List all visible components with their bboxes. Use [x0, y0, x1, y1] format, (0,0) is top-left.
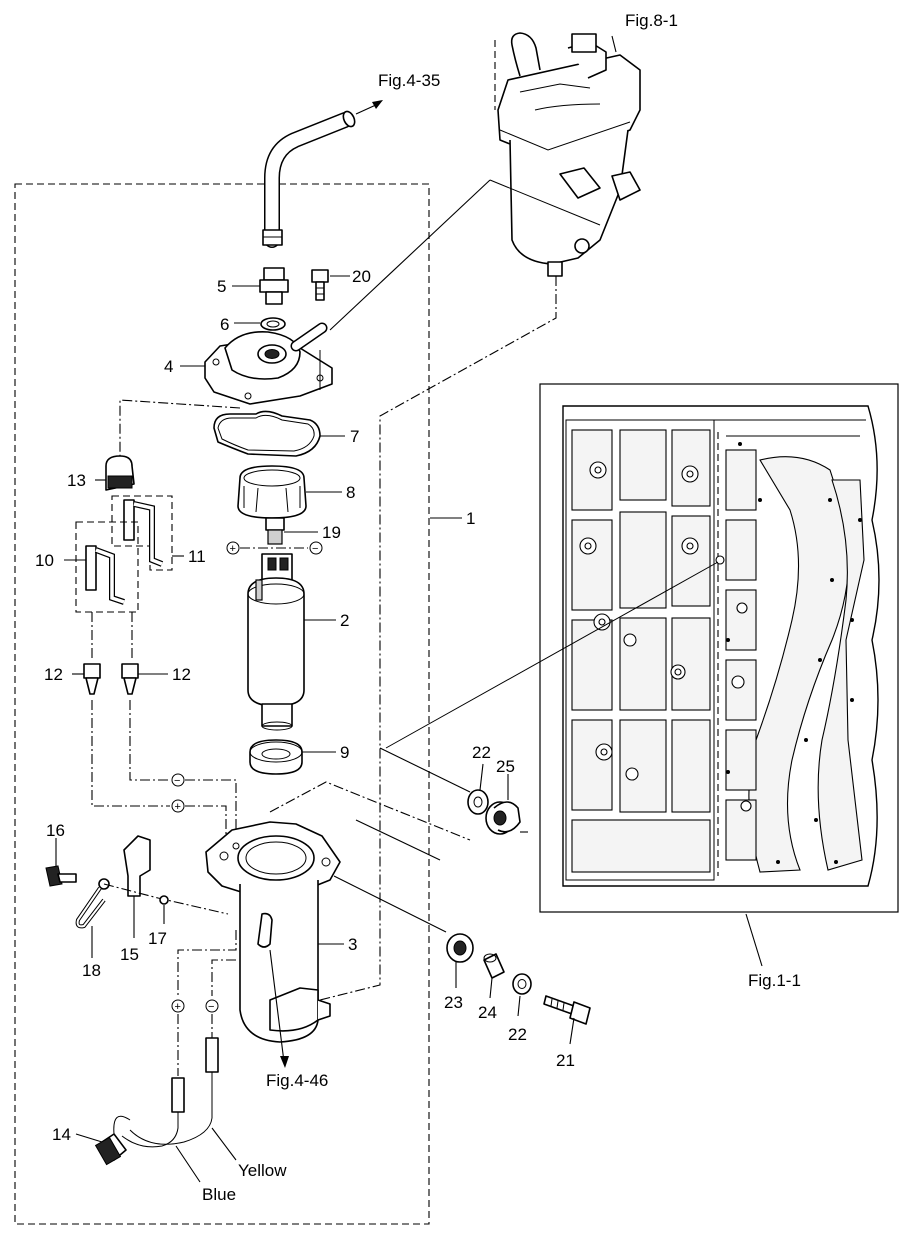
callout-3[interactable]: 3	[348, 935, 357, 954]
part-17-washer	[159, 895, 169, 905]
part-7-gasket	[213, 410, 321, 457]
callout-16[interactable]: 16	[46, 821, 65, 840]
part-21-bolt	[543, 995, 591, 1025]
callout-10[interactable]: 10	[35, 551, 54, 570]
hose-to-fig-4-35	[262, 100, 383, 248]
callout-9[interactable]: 9	[340, 743, 349, 762]
callout-20[interactable]: 20	[352, 267, 371, 286]
callout-11[interactable]: 11	[188, 547, 206, 566]
part-20-bolt	[311, 269, 329, 301]
part-8-ring-nut	[237, 465, 307, 519]
part-12-screw-right	[121, 663, 139, 695]
part-25-grommet	[485, 801, 521, 835]
part-15-bracket	[123, 835, 151, 897]
minus-symbol-3: −	[208, 1001, 214, 1013]
callout-14[interactable]: 14	[52, 1125, 71, 1144]
callout-12-left[interactable]: 12	[44, 665, 63, 684]
group-11-outline	[111, 495, 173, 571]
plus-mark-2	[171, 799, 185, 813]
part-3-housing	[205, 821, 341, 1043]
part-12-screw-left	[83, 663, 101, 695]
callout-1[interactable]: 1	[466, 509, 475, 528]
minus-mark-3	[205, 999, 219, 1013]
callout-22-top[interactable]: 22	[472, 743, 491, 762]
assembly-boundary	[14, 183, 430, 1225]
oil-tank-fig-8-1	[494, 32, 641, 277]
callout-6[interactable]: 6	[220, 315, 229, 334]
part-5-fitting	[259, 267, 289, 305]
ref-fig-1-1[interactable]: Fig.1-1	[748, 971, 801, 990]
minus-symbol-2: −	[174, 775, 180, 787]
part-22-washer-top	[467, 789, 489, 815]
part-16-bolt	[45, 865, 77, 887]
part-22-washer-bottom	[512, 973, 532, 995]
part-13-cap	[105, 455, 135, 491]
part-11-clip	[123, 499, 164, 567]
callout-5[interactable]: 5	[217, 277, 226, 296]
callout-7[interactable]: 7	[350, 427, 359, 446]
plus-symbol-2: +	[175, 801, 181, 813]
callout-8[interactable]: 8	[346, 483, 355, 502]
callout-24[interactable]: 24	[478, 1003, 497, 1022]
part-14-wiring-harness	[94, 1037, 219, 1166]
part-9-seal	[249, 739, 303, 775]
callout-18[interactable]: 18	[82, 961, 101, 980]
ref-fig-8-1[interactable]: Fig.8-1	[625, 11, 678, 30]
callout-2[interactable]: 2	[340, 611, 349, 630]
cylinder-block-drawing	[562, 405, 880, 887]
part-23-grommet	[446, 933, 474, 963]
callout-22-bottom[interactable]: 22	[508, 1025, 527, 1044]
wire-label-yellow: Yellow	[238, 1161, 287, 1180]
plus-terminal-mark	[226, 541, 240, 555]
part-6-o-ring	[260, 317, 286, 331]
callout-23[interactable]: 23	[444, 993, 463, 1012]
wire-label-blue: Blue	[202, 1185, 236, 1204]
plus-mark-3	[171, 999, 185, 1013]
part-4-pump-cover	[204, 322, 333, 405]
ref-fig-4-46[interactable]: Fig.4-46	[266, 1071, 328, 1090]
callout-17[interactable]: 17	[148, 929, 167, 948]
minus-mark-2	[171, 773, 185, 787]
part-24-collar	[483, 953, 505, 979]
part-19-filter	[265, 517, 285, 545]
callout-15[interactable]: 15	[120, 945, 139, 964]
callout-13[interactable]: 13	[67, 471, 86, 490]
callout-21[interactable]: 21	[556, 1051, 575, 1070]
plus-symbol: +	[230, 543, 236, 555]
callout-19[interactable]: 19	[322, 523, 341, 542]
group-10-outline	[75, 521, 139, 613]
part-2-fuel-pump	[247, 553, 305, 731]
minus-symbol: −	[312, 543, 318, 555]
callout-25[interactable]: 25	[496, 757, 515, 776]
callout-12-right[interactable]: 12	[172, 665, 191, 684]
part-18-ground-lead	[75, 878, 110, 929]
plus-symbol-3: +	[175, 1001, 181, 1013]
part-10-clip	[85, 545, 125, 605]
minus-terminal-mark	[309, 541, 323, 555]
ref-fig-4-35[interactable]: Fig.4-35	[378, 71, 440, 90]
callout-4[interactable]: 4	[164, 357, 173, 376]
